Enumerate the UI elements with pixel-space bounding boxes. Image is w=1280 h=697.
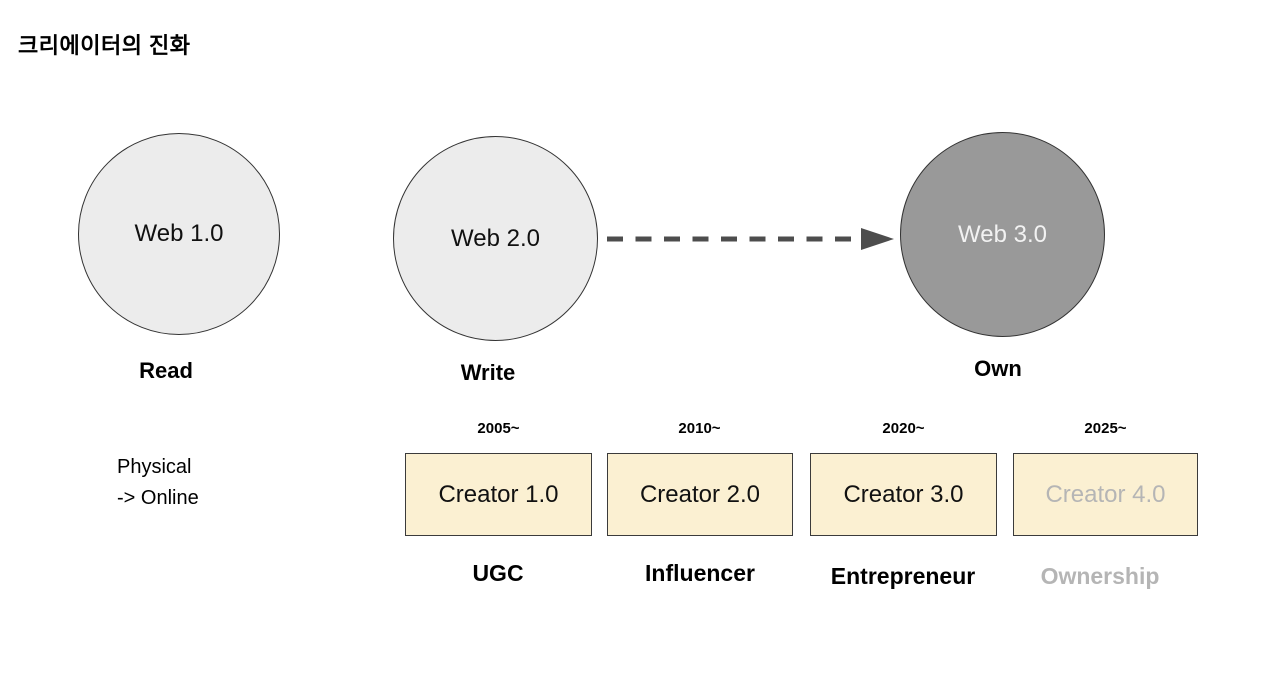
own-label: Own <box>974 356 1022 381</box>
creator2-box-label: Creator 2.0 <box>639 480 761 508</box>
note-line-1: Physical <box>117 456 192 478</box>
web3-circle-label: Web 3.0 <box>958 220 1047 248</box>
page-title: 크리에이터의 진화 <box>18 33 191 58</box>
creator1-box: Creator 1.0 <box>405 453 592 536</box>
creator3-box-label: Creator 3.0 <box>843 480 964 508</box>
web2-circle: Web 2.0 <box>393 136 598 341</box>
creator2-year: 2010~ <box>678 420 721 437</box>
creator3-box: Creator 3.0 <box>810 453 997 536</box>
web3-circle: Web 3.0 <box>900 132 1105 337</box>
note-line-2: -> Online <box>117 487 199 509</box>
creator4-year: 2025~ <box>1084 420 1127 437</box>
creator2-box: Creator 2.0 <box>607 453 793 536</box>
web1-circle: Web 1.0 <box>78 133 280 335</box>
creator3-year: 2020~ <box>882 420 925 437</box>
read-label: Read <box>139 358 193 383</box>
creator1-category: UGC <box>472 560 524 586</box>
web2-circle-label: Web 2.0 <box>451 224 540 252</box>
write-label: Write <box>460 360 516 385</box>
physical-online-note: Physical -> Online <box>117 452 199 514</box>
creator4-box: Creator 4.0 <box>1013 453 1198 536</box>
dashed-arrow-icon <box>607 228 894 250</box>
creator4-box-label: Creator 4.0 <box>1045 480 1166 508</box>
creator2-category: Influencer <box>645 560 755 586</box>
creator1-box-label: Creator 1.0 <box>438 480 559 508</box>
web1-circle-label: Web 1.0 <box>134 220 224 247</box>
creator1-year: 2005~ <box>477 420 520 437</box>
creator4-category: Ownership <box>1040 563 1160 589</box>
creator3-category: Entrepreneur <box>830 563 976 589</box>
